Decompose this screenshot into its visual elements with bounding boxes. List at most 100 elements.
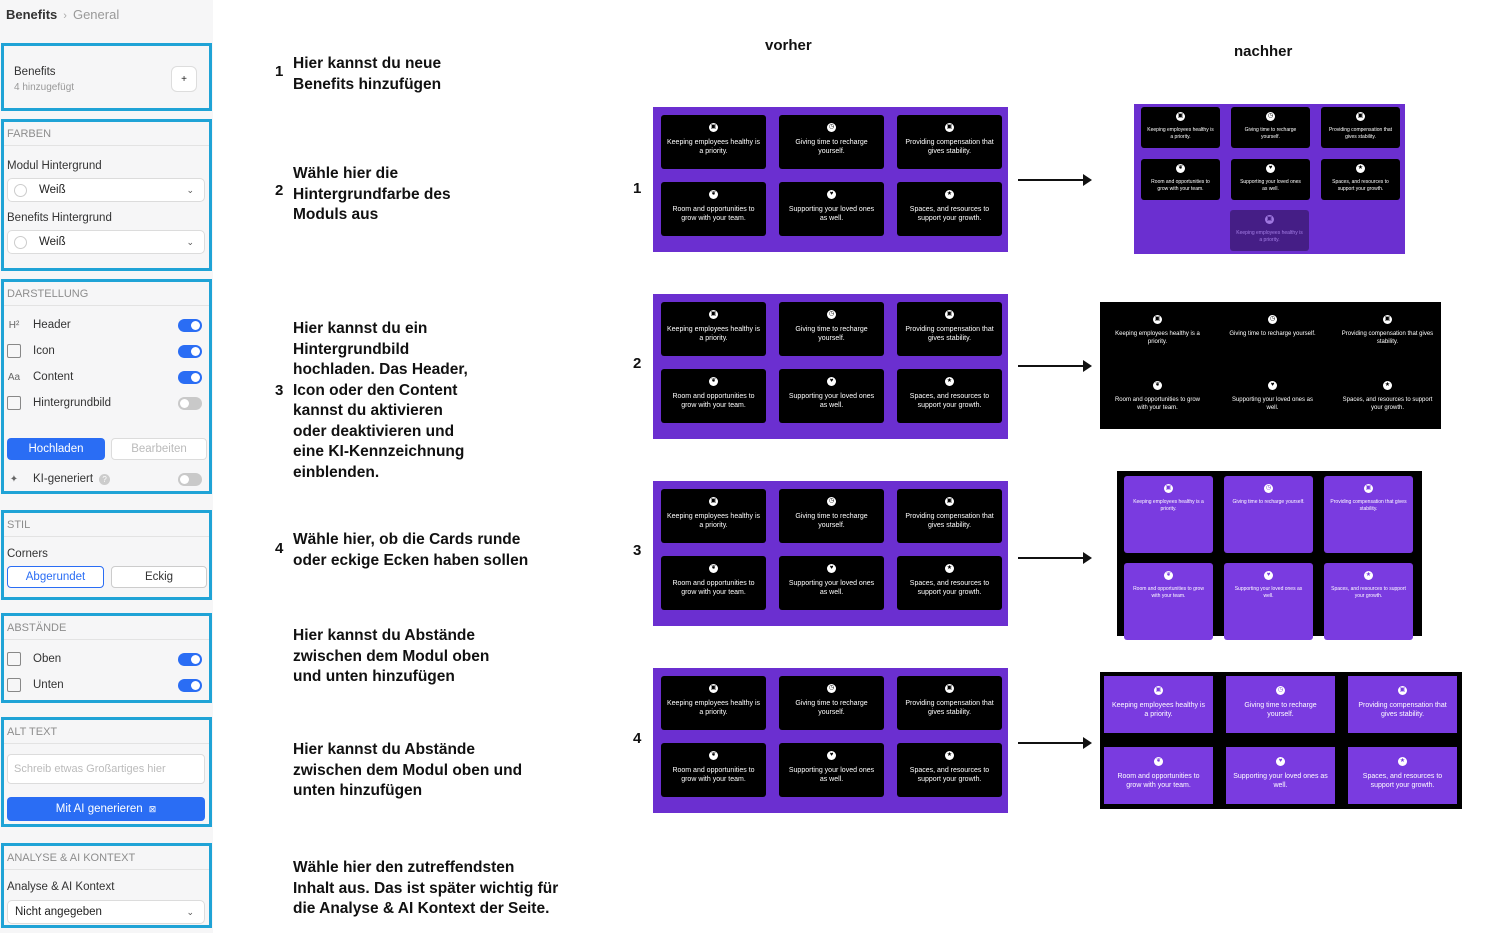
benefit-text: Providing compensation that gives stabil… bbox=[1341, 331, 1434, 345]
bottom-spacing-row[interactable]: Unten bbox=[7, 675, 205, 695]
benefit-text: Spaces, and resources to support your gr… bbox=[909, 206, 990, 222]
instruction-text: Wähle hier, ob die Cards runde oder ecki… bbox=[293, 531, 529, 569]
analyse-select[interactable]: Nicht angegeben ⌄ bbox=[7, 900, 205, 924]
benefit-icon: ▣ bbox=[1265, 215, 1274, 224]
top-spacing-row[interactable]: Oben bbox=[7, 649, 205, 669]
benefit-text: Room and opportunities to grow with your… bbox=[1133, 586, 1204, 599]
instruction-text: Hier kannst du Abstände zwischen dem Mod… bbox=[293, 627, 490, 685]
help-icon[interactable]: ? bbox=[99, 473, 111, 485]
section-heading: ANALYSE & AI KONTEXT bbox=[4, 846, 209, 870]
toggle-label: Hintergrundbild bbox=[33, 397, 111, 409]
benefit-text: Spaces, and resources to support your gr… bbox=[909, 393, 990, 409]
icon-toggle[interactable] bbox=[178, 344, 202, 358]
header-toggle[interactable] bbox=[178, 318, 202, 332]
after-module-preview: ▣Keeping employees healthy is a priority… bbox=[1117, 471, 1422, 640]
benefit-text: Keeping employees healthy is a priority. bbox=[667, 139, 761, 155]
benefit-text: Room and opportunities to grow with your… bbox=[672, 767, 755, 783]
top-spacing-toggle[interactable] bbox=[178, 652, 202, 666]
benefit-card: ▣Providing compensation that gives stabi… bbox=[1324, 476, 1413, 553]
upload-button[interactable]: Hochladen bbox=[7, 438, 105, 460]
benefit-icon: ♥ bbox=[1266, 164, 1275, 173]
benefit-icon: ▣ bbox=[709, 123, 718, 132]
benefit-card: ♥Supporting your loved ones as well. bbox=[1220, 373, 1325, 429]
benefit-icon: ♥ bbox=[1264, 571, 1273, 580]
before-module-preview: ▣Keeping employees healthy is a priority… bbox=[653, 294, 1008, 439]
hintergrundbild-toggle[interactable] bbox=[178, 396, 202, 410]
modul-hintergrund-select[interactable]: Weiß ⌄ bbox=[7, 178, 205, 202]
benefit-card: ◷Giving time to recharge yourself. bbox=[1220, 307, 1325, 363]
benefit-card: ★ Spaces, and resources to support your g… bbox=[897, 182, 1002, 236]
benefit-icon: ▣ bbox=[945, 123, 954, 132]
spacing-top-icon bbox=[7, 652, 21, 666]
analyse-value: Nicht angegeben bbox=[15, 906, 102, 918]
benefit-card: ★Spaces, and resources to support your g… bbox=[1335, 373, 1440, 429]
spacing-bottom-icon bbox=[7, 678, 21, 692]
benefit-card: ▣Providing compensation that gives stabi… bbox=[897, 302, 1002, 356]
benefit-card: ❦Room and opportunities to grow with you… bbox=[1104, 747, 1213, 804]
benefit-icon: ▣ bbox=[709, 684, 718, 693]
benefit-card: ▣Providing compensation that gives stabi… bbox=[1335, 307, 1440, 363]
breadcrumb: Benefits›General bbox=[6, 7, 119, 22]
heading-icon: H² bbox=[8, 319, 20, 331]
breadcrumb-root[interactable]: Benefits bbox=[6, 7, 58, 22]
benefits-hintergrund-select[interactable]: Weiß ⌄ bbox=[7, 230, 205, 254]
alt-text-input[interactable]: Schreib etwas Großartiges hier bbox=[7, 754, 205, 784]
benefit-text: Giving time to recharge yourself. bbox=[1232, 499, 1305, 505]
benefit-text: Providing compensation that gives stabil… bbox=[905, 139, 994, 155]
benefit-card: ❦Room and opportunities to grow with you… bbox=[661, 369, 766, 423]
ai-toggle-row[interactable]: ✦ KI-generiert ? bbox=[7, 469, 205, 489]
benefit-card: ♥Supporting your loved ones as well. bbox=[779, 369, 884, 423]
row-number: 3 bbox=[633, 542, 642, 559]
rounded-corners-button[interactable]: Abgerundet bbox=[7, 566, 104, 588]
header-toggle-row[interactable]: H² Header bbox=[7, 315, 205, 335]
benefit-icon: ◷ bbox=[827, 497, 836, 506]
benefit-icon: ◷ bbox=[1276, 686, 1285, 695]
ai-toggle[interactable] bbox=[178, 472, 202, 486]
benefit-icon: ★ bbox=[945, 564, 954, 573]
benefit-icon: ❦ bbox=[709, 190, 718, 199]
image-icon bbox=[7, 344, 21, 358]
benefit-card: ◷Giving time to recharge yourself. bbox=[779, 115, 884, 169]
arrow-right-icon bbox=[1018, 174, 1092, 186]
benefit-text: Keeping employees healthy is a priority. bbox=[1236, 230, 1303, 243]
benefit-text: Giving time to recharge yourself. bbox=[1244, 127, 1297, 140]
after-module-preview: ▣ Keeping employees healthy is a priority… bbox=[1134, 104, 1405, 254]
benefit-icon: ★ bbox=[945, 190, 954, 199]
text-icon: Aa bbox=[7, 371, 21, 383]
generate-ai-button[interactable]: Mit AI generieren ⊠ bbox=[7, 797, 205, 821]
benefit-text: Room and opportunities to grow with your… bbox=[1117, 773, 1200, 789]
benefit-card: ◷Giving time to recharge yourself. bbox=[1224, 476, 1313, 553]
square-corners-button[interactable]: Eckig bbox=[111, 566, 207, 588]
benefit-card: ❦Room and opportunities to grow with you… bbox=[661, 743, 766, 797]
benefit-text: Supporting your loved ones as well. bbox=[788, 767, 875, 783]
benefit-text: Giving time to recharge yourself. bbox=[795, 139, 868, 155]
benefit-text: Room and opportunities to grow with your… bbox=[1151, 179, 1210, 192]
benefit-icon: ★ bbox=[1364, 571, 1373, 580]
benefit-text: Giving time to recharge yourself. bbox=[1244, 702, 1317, 718]
benefit-icon: ▣ bbox=[1364, 484, 1373, 493]
benefit-icon: ▣ bbox=[945, 497, 954, 506]
analyse-label: Analyse & AI Kontext bbox=[7, 881, 115, 893]
benefit-card: ▣Keeping employees healthy is a priority… bbox=[661, 676, 766, 730]
content-toggle-row[interactable]: Aa Content bbox=[7, 367, 205, 387]
hintergrundbild-toggle-row[interactable]: Hintergrundbild bbox=[7, 393, 205, 413]
benefit-icon: ★ bbox=[1398, 757, 1407, 766]
toggle-label: Oben bbox=[33, 653, 62, 665]
benefit-text: Supporting your loved ones as well. bbox=[1233, 773, 1328, 789]
benefit-text: Spaces, and resources to support your gr… bbox=[909, 580, 990, 596]
bottom-spacing-toggle[interactable] bbox=[178, 678, 202, 692]
add-benefit-button[interactable]: + bbox=[171, 66, 197, 92]
benefit-icon: ▣ bbox=[709, 310, 718, 319]
content-toggle[interactable] bbox=[178, 370, 202, 384]
benefit-text: Providing compensation that gives stabil… bbox=[905, 513, 994, 529]
benefit-text: Supporting your loved ones as well. bbox=[1234, 586, 1303, 599]
benefit-card: ★Spaces, and resources to support your g… bbox=[1321, 159, 1400, 200]
benefit-card: ◷Giving time to recharge yourself. bbox=[779, 676, 884, 730]
icon-toggle-row[interactable]: Icon bbox=[7, 341, 205, 361]
alt-text-section: ALT TEXT Schreib etwas Großartiges hier … bbox=[1, 717, 212, 827]
instruction-number: 2 bbox=[275, 182, 284, 199]
benefit-icon: ★ bbox=[1356, 164, 1365, 173]
benefit-text: Room and opportunities to grow with your… bbox=[672, 580, 755, 596]
after-heading: nachher bbox=[1234, 43, 1293, 60]
edit-button[interactable]: Bearbeiten bbox=[111, 438, 207, 460]
